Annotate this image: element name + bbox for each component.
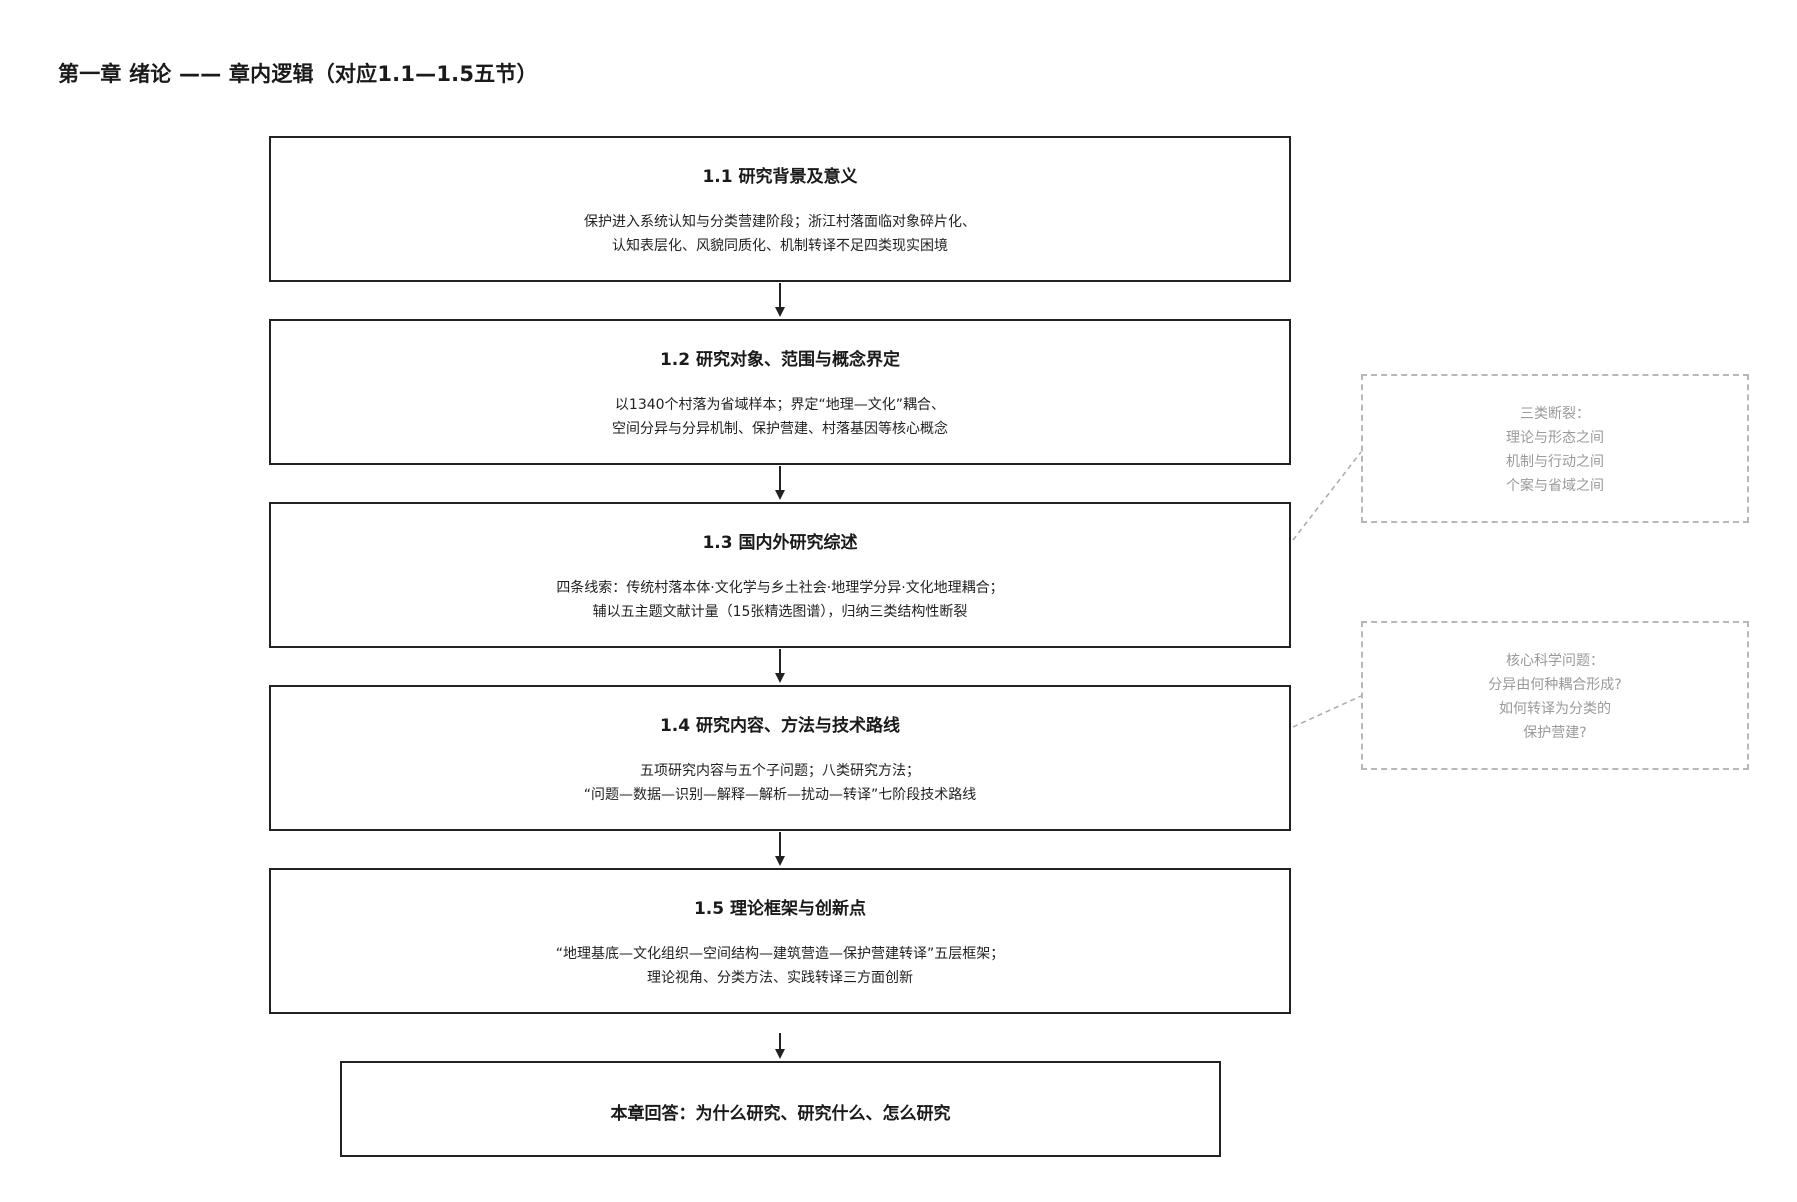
- note-text: 核心科学问题： 分异由何种耦合形成? 如何转译为分类的 保护营建?: [1363, 649, 1747, 745]
- section-box-1-5: 1.5 理论框架与创新点 “地理基底—文化组织—空间结构—建筑营造—保护营建转译…: [269, 868, 1291, 1014]
- note-connectors: [1292, 451, 1362, 728]
- note-text: 三类断裂： 理论与形态之间 机制与行动之间 个案与省域之间: [1363, 402, 1747, 498]
- description-line: 理论视角、分类方法、实践转译三方面创新: [647, 970, 913, 986]
- page-title: 第一章 绪论 —— 章内逻辑（对应1.1—1.5五节）: [58, 62, 538, 86]
- description-line: 四条线索：传统村落本体·文化学与乡土社会·地理学分异·文化地理耦合；: [556, 580, 1004, 596]
- description-line: 以1340个村落为省域样本；界定“地理—文化”耦合、: [614, 397, 946, 413]
- note-line: 机制与行动之间: [1506, 454, 1604, 470]
- description-line: “地理基底—文化组织—空间结构—建筑营造—保护营建转译”五层框架；: [555, 946, 1005, 962]
- conclusion-text: 本章回答：为什么研究、研究什么、怎么研究: [610, 1104, 951, 1124]
- description-line: 空间分异与分异机制、保护营建、村落基因等核心概念: [612, 421, 948, 437]
- note-2-connector: [1292, 695, 1362, 728]
- description-line: 五项研究内容与五个子问题；八类研究方法；: [640, 763, 920, 779]
- note-line: 个案与省域之间: [1506, 478, 1604, 494]
- section-title: 1.4 研究内容、方法与技术路线: [659, 716, 901, 736]
- section-title: 1.2 研究对象、范围与概念界定: [659, 350, 901, 370]
- note-line: 保护营建?: [1523, 725, 1587, 741]
- section-title: 1.5 理论框架与创新点: [693, 899, 867, 919]
- note-line: 如何转译为分类的: [1499, 701, 1611, 717]
- conclusion-box: 本章回答：为什么研究、研究什么、怎么研究: [340, 1061, 1221, 1157]
- section-title: 1.1 研究背景及意义: [702, 167, 858, 187]
- section-description: 以1340个村落为省域样本；界定“地理—文化”耦合、 空间分异与分异机制、保护营…: [271, 393, 1289, 441]
- section-box-1-4: 1.4 研究内容、方法与技术路线 五项研究内容与五个子问题；八类研究方法； “问…: [269, 685, 1291, 831]
- section-box-1-1: 1.1 研究背景及意义 保护进入系统认知与分类营建阶段；浙江村落面临对象碎片化、…: [269, 136, 1291, 282]
- note-core-question: 核心科学问题： 分异由何种耦合形成? 如何转译为分类的 保护营建?: [1361, 621, 1749, 770]
- note-line: 核心科学问题：: [1506, 653, 1604, 669]
- note-line: 三类断裂：: [1520, 406, 1590, 422]
- section-title: 1.3 国内外研究综述: [702, 533, 858, 553]
- description-line: 保护进入系统认知与分类营建阶段；浙江村落面临对象碎片化、: [584, 214, 976, 230]
- note-1-connector: [1292, 451, 1362, 541]
- description-line: “问题—数据—识别—解释—解析—扰动—转译”七阶段技术路线: [583, 787, 977, 803]
- note-structural-gaps: 三类断裂： 理论与形态之间 机制与行动之间 个案与省域之间: [1361, 374, 1749, 523]
- section-description: 四条线索：传统村落本体·文化学与乡土社会·地理学分异·文化地理耦合； 辅以五主题…: [271, 576, 1289, 624]
- section-box-1-3: 1.3 国内外研究综述 四条线索：传统村落本体·文化学与乡土社会·地理学分异·文…: [269, 502, 1291, 648]
- description-line: 认知表层化、风貌同质化、机制转译不足四类现实困境: [612, 238, 948, 254]
- description-line: 辅以五主题文献计量（15张精选图谱），归纳三类结构性断裂: [592, 604, 968, 620]
- note-line: 分异由何种耦合形成?: [1488, 677, 1622, 693]
- section-description: 五项研究内容与五个子问题；八类研究方法； “问题—数据—识别—解释—解析—扰动—…: [271, 759, 1289, 807]
- section-box-1-2: 1.2 研究对象、范围与概念界定 以1340个村落为省域样本；界定“地理—文化”…: [269, 319, 1291, 465]
- section-description: 保护进入系统认知与分类营建阶段；浙江村落面临对象碎片化、 认知表层化、风貌同质化…: [271, 210, 1289, 258]
- note-line: 理论与形态之间: [1506, 430, 1604, 446]
- section-description: “地理基底—文化组织—空间结构—建筑营造—保护营建转译”五层框架； 理论视角、分…: [271, 942, 1289, 990]
